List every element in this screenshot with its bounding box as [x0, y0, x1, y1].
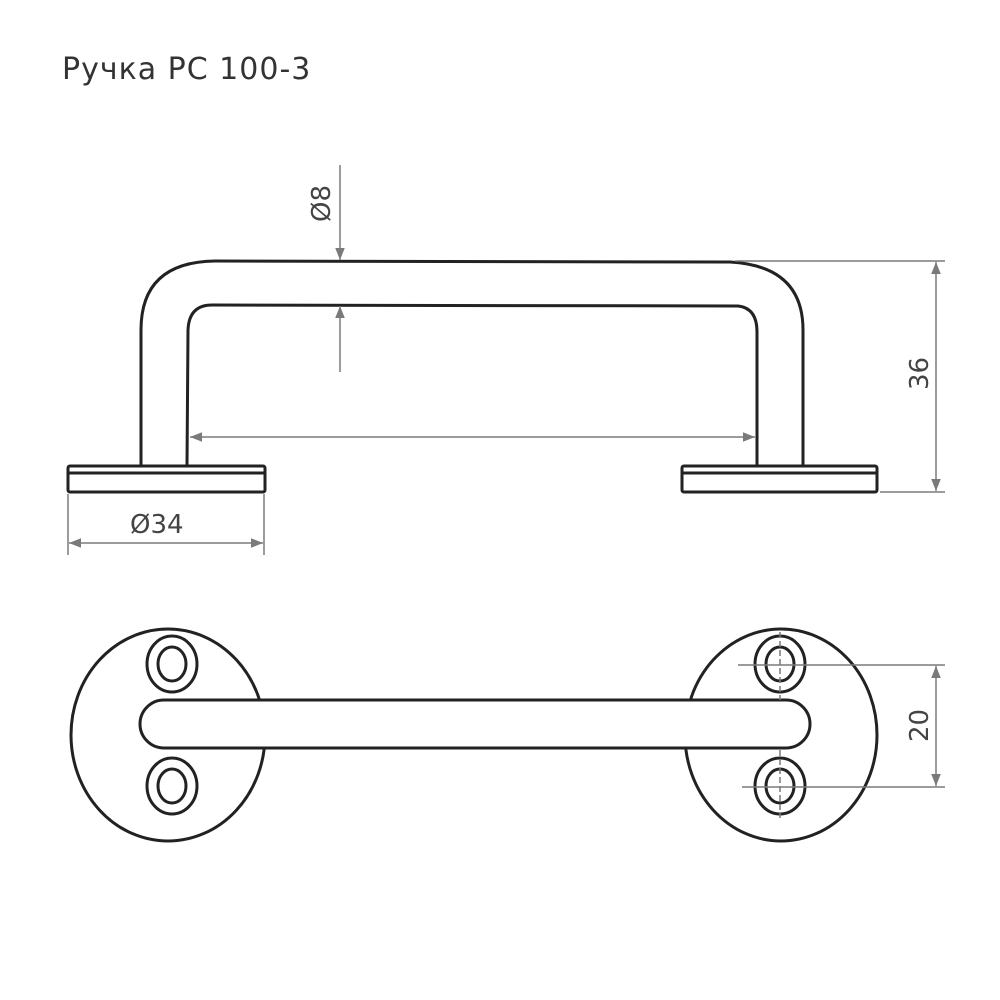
- handle-inner-outline: [185, 303, 759, 467]
- side-dimensions: [67, 165, 945, 555]
- top-view: [69, 627, 879, 843]
- handle-bar: [138, 698, 812, 750]
- left-base-plate: [66, 464, 267, 494]
- mounting-hole-inner: [156, 645, 188, 683]
- handle-outer-outline: [139, 259, 805, 466]
- mounting-hole-inner: [156, 767, 188, 805]
- right-base-plate: [680, 464, 879, 494]
- rod-diameter-label: Ø8: [307, 185, 337, 222]
- mounting-hole-outer: [145, 756, 199, 816]
- hole-spacing-label: 20: [905, 709, 935, 742]
- base-diameter-label: Ø34: [130, 510, 184, 540]
- mounting-hole-outer: [145, 634, 199, 694]
- top-dimensions: [738, 632, 945, 818]
- height-label: 36: [905, 357, 935, 390]
- side-view: [66, 259, 879, 494]
- drawing-title: Ручка РС 100-3: [62, 52, 312, 87]
